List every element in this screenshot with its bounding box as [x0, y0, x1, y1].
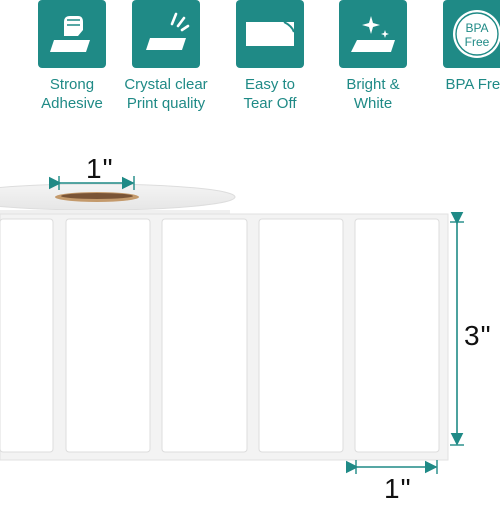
feature-caption: BPA Free — [445, 76, 500, 93]
fist-on-label-icon — [38, 0, 106, 68]
badge-line-1: BPA — [465, 21, 488, 35]
label-3 — [161, 218, 248, 453]
label-height-label: 3" — [464, 320, 492, 351]
label-4 — [258, 218, 344, 453]
feature-tear-off: Easy to Tear Off — [220, 0, 320, 113]
features-row: Strong Adhesive Crystal clear Print qual… — [0, 0, 500, 125]
core-width-label: 1" — [86, 153, 114, 184]
feature-caption: Easy to Tear Off — [243, 76, 297, 112]
feature-caption: Crystal clear Print quality — [124, 76, 208, 112]
label-roll-diagram — [0, 176, 464, 474]
label-2 — [65, 218, 151, 453]
feature-bright-white: Bright & White — [323, 0, 423, 113]
feature-caption: Strong Adhesive — [41, 76, 103, 112]
printing-label-icon — [132, 0, 200, 68]
badge-line-2: Free — [465, 35, 490, 49]
feature-print-quality: Crystal clear Print quality — [116, 0, 216, 113]
label-5 — [354, 218, 440, 453]
label-1 — [0, 218, 54, 453]
feature-strong-adhesive: Strong Adhesive — [22, 0, 122, 113]
torn-label-icon — [236, 0, 304, 68]
label-width-label: 1" — [384, 473, 412, 504]
sparkle-label-icon — [339, 0, 407, 68]
bpa-free-badge-icon: BPA Free — [443, 0, 500, 68]
feature-bpa-free: BPA Free BPA Free — [427, 0, 500, 94]
feature-caption: Bright & White — [346, 76, 400, 112]
